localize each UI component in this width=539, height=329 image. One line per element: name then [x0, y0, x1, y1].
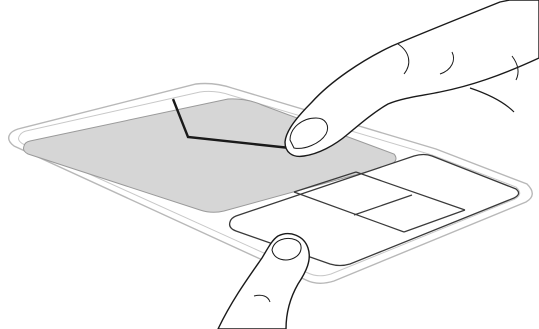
pointing-hand — [285, 0, 539, 156]
middle-finger-edge — [470, 88, 514, 112]
index-finger — [285, 0, 539, 156]
